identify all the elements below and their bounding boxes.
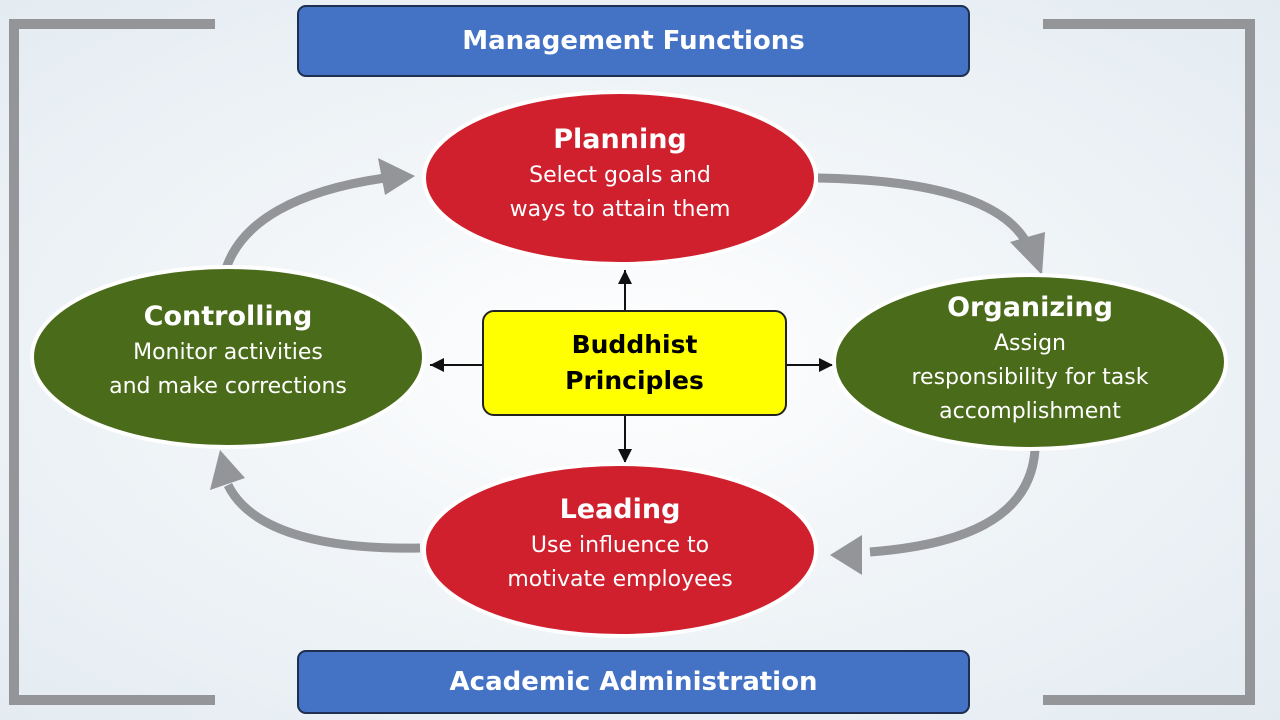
organizing-node: Organizing Assign responsibility for tas… bbox=[834, 290, 1226, 430]
arrowhead bbox=[830, 535, 862, 575]
arrowhead bbox=[378, 158, 415, 195]
planning-node: Planning Select goals and ways to attain… bbox=[424, 100, 816, 250]
controlling-node: Controlling Monitor activities and make … bbox=[32, 290, 424, 415]
leading-title: Leading bbox=[559, 493, 681, 525]
right-bracket bbox=[1043, 19, 1255, 705]
arrow-planning-to-organizing bbox=[817, 173, 1029, 243]
organizing-desc-2: responsibility for task bbox=[911, 364, 1149, 390]
leading-ellipse bbox=[422, 462, 818, 638]
buddhist-principles-box: Buddhist Principles bbox=[482, 310, 787, 416]
center-line-1: Buddhist bbox=[571, 330, 698, 359]
organizing-ellipse bbox=[832, 273, 1228, 451]
planning-title: Planning bbox=[553, 123, 687, 155]
organizing-title: Organizing bbox=[947, 291, 1113, 323]
controlling-ellipse bbox=[30, 265, 426, 449]
organizing-desc-3: accomplishment bbox=[939, 398, 1121, 424]
planning-desc-2: ways to attain them bbox=[509, 196, 731, 222]
management-functions-banner: Management Functions bbox=[297, 5, 970, 77]
controlling-desc-2: and make corrections bbox=[109, 374, 347, 399]
arrowhead bbox=[1010, 232, 1045, 275]
center-line-2: Principles bbox=[565, 366, 704, 395]
left-bracket bbox=[9, 19, 215, 705]
leading-desc-2: motivate employees bbox=[507, 566, 733, 592]
controlling-title: Controlling bbox=[143, 301, 313, 332]
leading-desc-1: Use influence to bbox=[530, 532, 710, 558]
arrow-controlling-to-planning bbox=[220, 173, 392, 274]
planning-ellipse bbox=[422, 90, 818, 266]
leading-node: Leading Use influence to motivate employ… bbox=[424, 475, 816, 615]
footer-title: Academic Administration bbox=[449, 667, 818, 697]
academic-administration-banner: Academic Administration bbox=[297, 650, 970, 714]
arrow-leading-to-controlling bbox=[223, 482, 421, 553]
planning-desc-1: Select goals and bbox=[529, 162, 711, 188]
header-title: Management Functions bbox=[462, 26, 805, 56]
organizing-desc-1: Assign bbox=[994, 330, 1066, 356]
arrow-organizing-to-leading bbox=[869, 449, 1040, 557]
controlling-desc-1: Monitor activities bbox=[133, 340, 323, 365]
arrowhead bbox=[210, 450, 245, 490]
